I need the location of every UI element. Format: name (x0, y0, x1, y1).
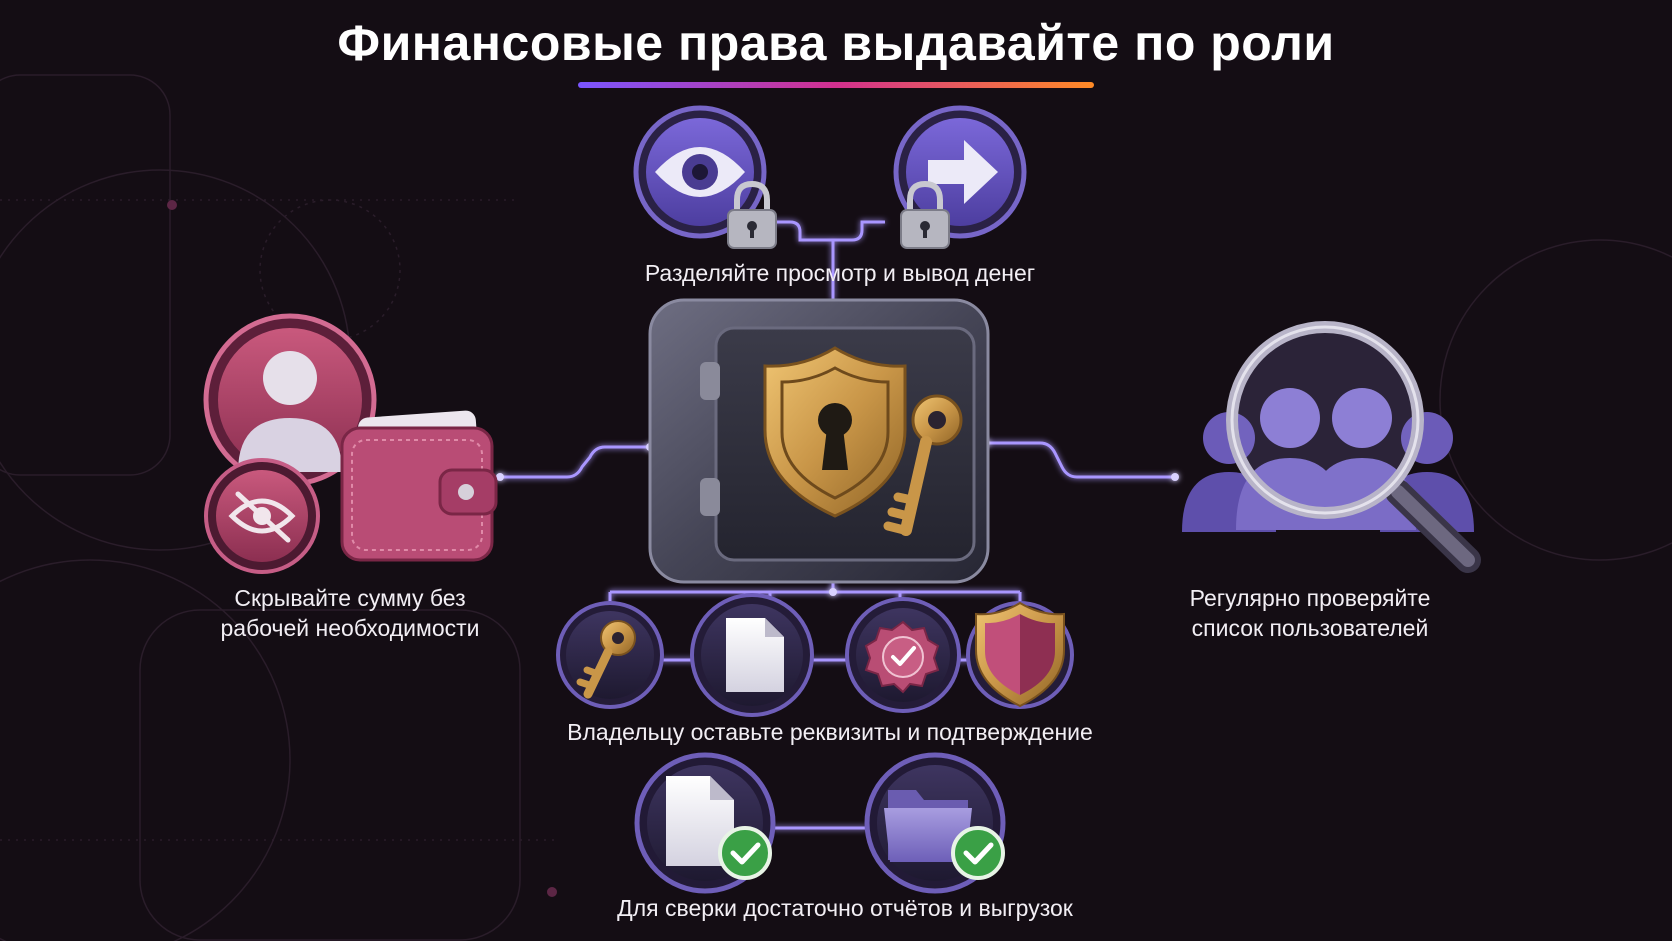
document-icon (726, 618, 784, 692)
magnifier-icon (1226, 321, 1481, 573)
arrow-lock-icon (893, 105, 1027, 249)
shield-keyhole-icon (763, 346, 907, 518)
eye-slash-icon (204, 458, 320, 574)
caption-reports: Для сверки достаточно отчётов и выгрузок (617, 895, 1073, 921)
caption-check-users: Регулярно проверяйте список пользователе… (1189, 585, 1431, 641)
key-icon (883, 394, 963, 536)
caption-view-withdraw: Разделяйте просмотр и вывод денег (644, 260, 1036, 286)
owner-shield-badge (966, 601, 1074, 709)
page-title: Финансовые права выдавайте по роли (337, 15, 1335, 71)
report-folder-badge (864, 752, 1006, 894)
caption-hide-amount: Скрывайте сумму без рабочей необходимост… (220, 585, 480, 641)
title-underline (578, 82, 1094, 88)
report-document-badge (634, 752, 776, 894)
seal-check-icon (864, 620, 940, 694)
owner-seal-badge (845, 597, 961, 713)
caption-owner: Владельцу оставьте реквизиты и подтвержд… (567, 719, 1093, 745)
shield-icon (975, 601, 1065, 708)
owner-key-badge (556, 601, 664, 709)
owner-document-badge (690, 593, 814, 717)
folder-check-icon (884, 790, 1005, 880)
eye-lock-icon (633, 105, 777, 249)
padlock-icon (900, 180, 950, 249)
padlock-icon (727, 180, 777, 249)
key-icon (576, 620, 636, 699)
document-check-icon (666, 776, 772, 880)
safe-icon (648, 298, 990, 584)
wallet-icon (340, 410, 498, 562)
